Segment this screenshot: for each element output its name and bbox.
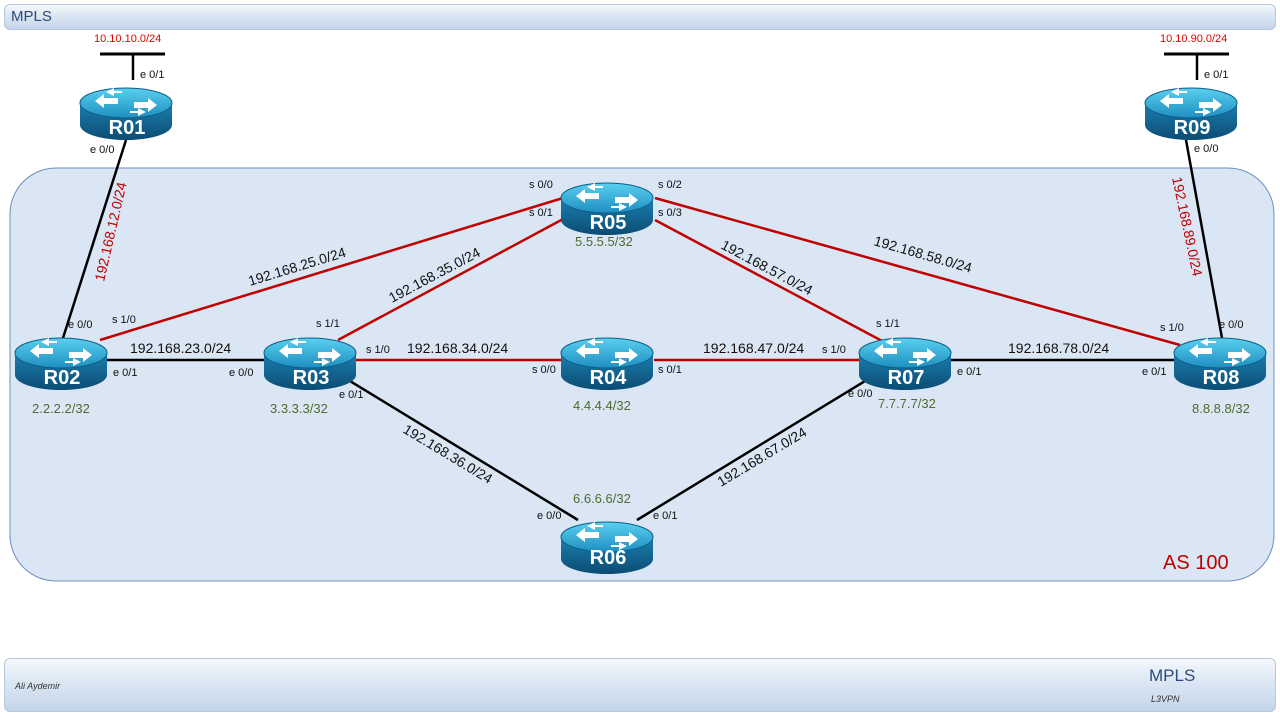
r07-iface-e00: e 0/0 [848, 388, 872, 400]
as-label: AS 100 [1163, 552, 1229, 574]
r08-iface-s10: s 1/0 [1160, 322, 1184, 334]
net-label-r07-r08: 192.168.78.0/24 [1008, 340, 1109, 356]
link-r01-r02 [61, 139, 128, 339]
net-label-r04-r07: 192.168.47.0/24 [703, 340, 804, 356]
router-r01[interactable]: R01 [79, 87, 173, 141]
net-label-r03-r04: 192.168.34.0/24 [407, 340, 508, 356]
r04-iface-s01: s 0/1 [658, 364, 682, 376]
r03-iface-e00: e 0/0 [229, 367, 253, 379]
r02-iface-e00: e 0/0 [68, 319, 92, 331]
router-r03-label: R03 [293, 367, 330, 389]
router-r03[interactable]: R03 [263, 337, 357, 391]
r05-iface-s00: s 0/0 [529, 179, 553, 191]
r08-iface-e01: e 0/1 [1142, 366, 1166, 378]
r03-loopback: 3.3.3.3/32 [270, 401, 328, 416]
router-r07[interactable]: R07 [858, 337, 952, 391]
r02-iface-e01: e 0/1 [113, 367, 137, 379]
link-r03-r05 [337, 216, 566, 342]
header-bar: MPLS [4, 4, 1276, 30]
r02-loopback: 2.2.2.2/32 [32, 401, 90, 416]
header-title: MPLS [11, 8, 52, 25]
r09-iface-e00: e 0/0 [1194, 143, 1218, 155]
footer-subtitle: L3VPN [1151, 694, 1180, 704]
router-r05-label: R05 [590, 212, 627, 234]
r08-iface-e00: e 0/0 [1219, 319, 1243, 331]
link-r06-r07 [636, 376, 871, 522]
footer-author: Ali Aydemir [15, 681, 61, 691]
links [61, 52, 1229, 522]
r04-iface-s00: s 0/0 [532, 364, 556, 376]
link-r05-r08 [654, 196, 1181, 347]
router-r05[interactable]: R05 [560, 182, 654, 236]
router-r02[interactable]: R02 [14, 337, 108, 391]
footer-title: MPLS [1149, 666, 1196, 685]
router-r09-label: R09 [1174, 117, 1211, 139]
r07-loopback: 7.7.7.7/32 [878, 396, 936, 411]
link-r05-r07 [654, 218, 885, 344]
footer-bar: Ali Aydemir MPLS L3VPN [4, 658, 1276, 712]
r01-iface-e00: e 0/0 [90, 144, 114, 156]
r08-loopback: 8.8.8.8/32 [1192, 401, 1250, 416]
r07-iface-e01: e 0/1 [957, 366, 981, 378]
r03-iface-s11: s 1/1 [316, 318, 340, 330]
r01-external-network: 10.10.10.0/24 [94, 33, 161, 45]
net-label-r02-r03: 192.168.23.0/24 [130, 340, 231, 356]
r03-iface-s10: s 1/0 [366, 344, 390, 356]
router-r06[interactable]: R06 [560, 521, 654, 575]
router-r09[interactable]: R09 [1144, 87, 1238, 141]
router-r07-label: R07 [888, 367, 925, 389]
router-r04[interactable]: R04 [560, 337, 654, 391]
router-r08-label: R08 [1203, 367, 1240, 389]
r01-stub-iface: e 0/1 [140, 69, 164, 81]
r02-iface-s10: s 1/0 [112, 314, 136, 326]
link-r03-r06 [344, 376, 579, 522]
r07-iface-s11: s 1/1 [876, 318, 900, 330]
link-r09-r08 [1184, 139, 1224, 339]
router-r02-label: R02 [44, 367, 81, 389]
link-r02-r05 [99, 196, 564, 342]
r06-iface-e01: e 0/1 [653, 510, 677, 522]
r05-loopback: 5.5.5.5/32 [575, 234, 633, 249]
router-r04-label: R04 [590, 367, 628, 389]
r06-iface-e00: e 0/0 [537, 510, 561, 522]
router-r08[interactable]: R08 [1173, 337, 1267, 391]
r06-loopback: 6.6.6.6/32 [573, 491, 631, 506]
r07-iface-s10: s 1/0 [822, 344, 846, 356]
r05-iface-s01: s 0/1 [529, 207, 553, 219]
r05-iface-s03: s 0/3 [658, 207, 682, 219]
r04-loopback: 4.4.4.4/32 [573, 398, 631, 413]
r05-iface-s02: s 0/2 [658, 179, 682, 191]
r03-iface-e01: e 0/1 [339, 389, 363, 401]
r09-stub-iface: e 0/1 [1204, 69, 1228, 81]
r09-external-network: 10.10.90.0/24 [1160, 33, 1227, 45]
router-r06-label: R06 [590, 547, 627, 569]
router-r01-label: R01 [109, 117, 146, 139]
